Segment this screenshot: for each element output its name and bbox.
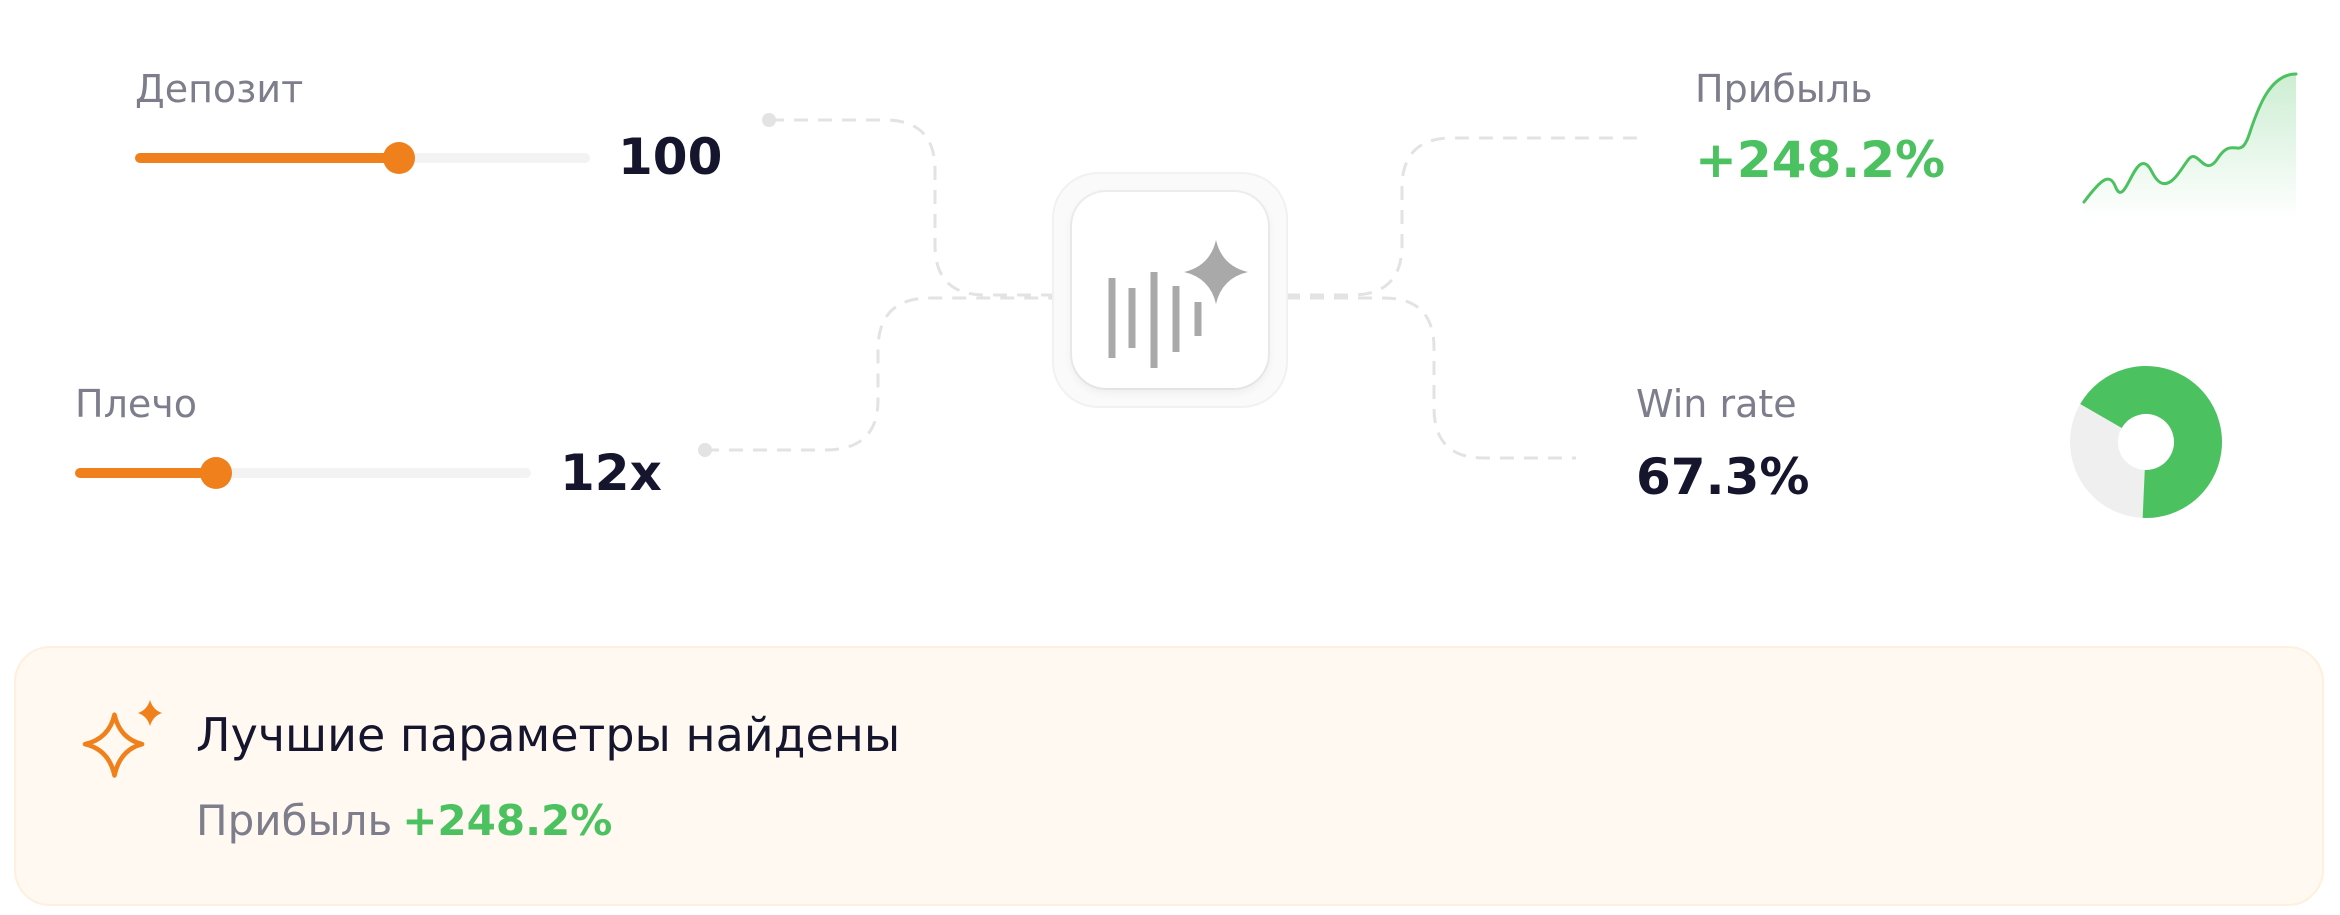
win-rate-donut — [2070, 366, 2222, 518]
leverage-label: Плечо — [75, 382, 197, 426]
leverage-value: 12x — [560, 444, 662, 502]
connector-profit — [1286, 136, 1640, 297]
profit-label: Прибыль — [1695, 67, 1873, 111]
donut-arc — [2070, 366, 2222, 518]
profit-value: +248.2% — [1695, 131, 1946, 189]
deposit-value: 100 — [618, 128, 723, 186]
banner-profit-value: +248.2% — [402, 796, 613, 845]
result-banner: Лучшие параметры найдены Прибыль+248.2% — [14, 646, 2324, 906]
leverage-slider[interactable] — [75, 457, 531, 489]
banner-profit-label: Прибыль — [196, 796, 393, 845]
deposit-label: Депозит — [135, 67, 304, 111]
connector-leverage — [705, 296, 1054, 452]
banner-title: Лучшие параметры найдены — [196, 708, 901, 762]
connector-dot-leverage — [698, 443, 712, 457]
deposit-slider-fill — [135, 153, 399, 163]
profit-sparkline — [2082, 72, 2298, 220]
win-rate-label: Win rate — [1636, 382, 1797, 426]
leverage-slider-thumb[interactable] — [200, 457, 233, 489]
sparkle-icon — [82, 700, 162, 778]
leverage-slider-fill — [75, 468, 217, 478]
connector-deposit — [770, 118, 1054, 297]
deposit-slider-thumb[interactable] — [382, 142, 415, 174]
win-rate-value: 67.3% — [1636, 448, 1810, 506]
audio-wave-sparkle-icon — [1108, 240, 1248, 368]
optimizer-node — [1054, 174, 1286, 406]
deposit-slider[interactable] — [135, 142, 590, 174]
connector-winrate — [1286, 296, 1576, 460]
banner-subtitle: Прибыль+248.2% — [196, 796, 612, 845]
optimizer-node-inner — [1072, 192, 1268, 388]
connector-dot-deposit — [762, 113, 776, 127]
